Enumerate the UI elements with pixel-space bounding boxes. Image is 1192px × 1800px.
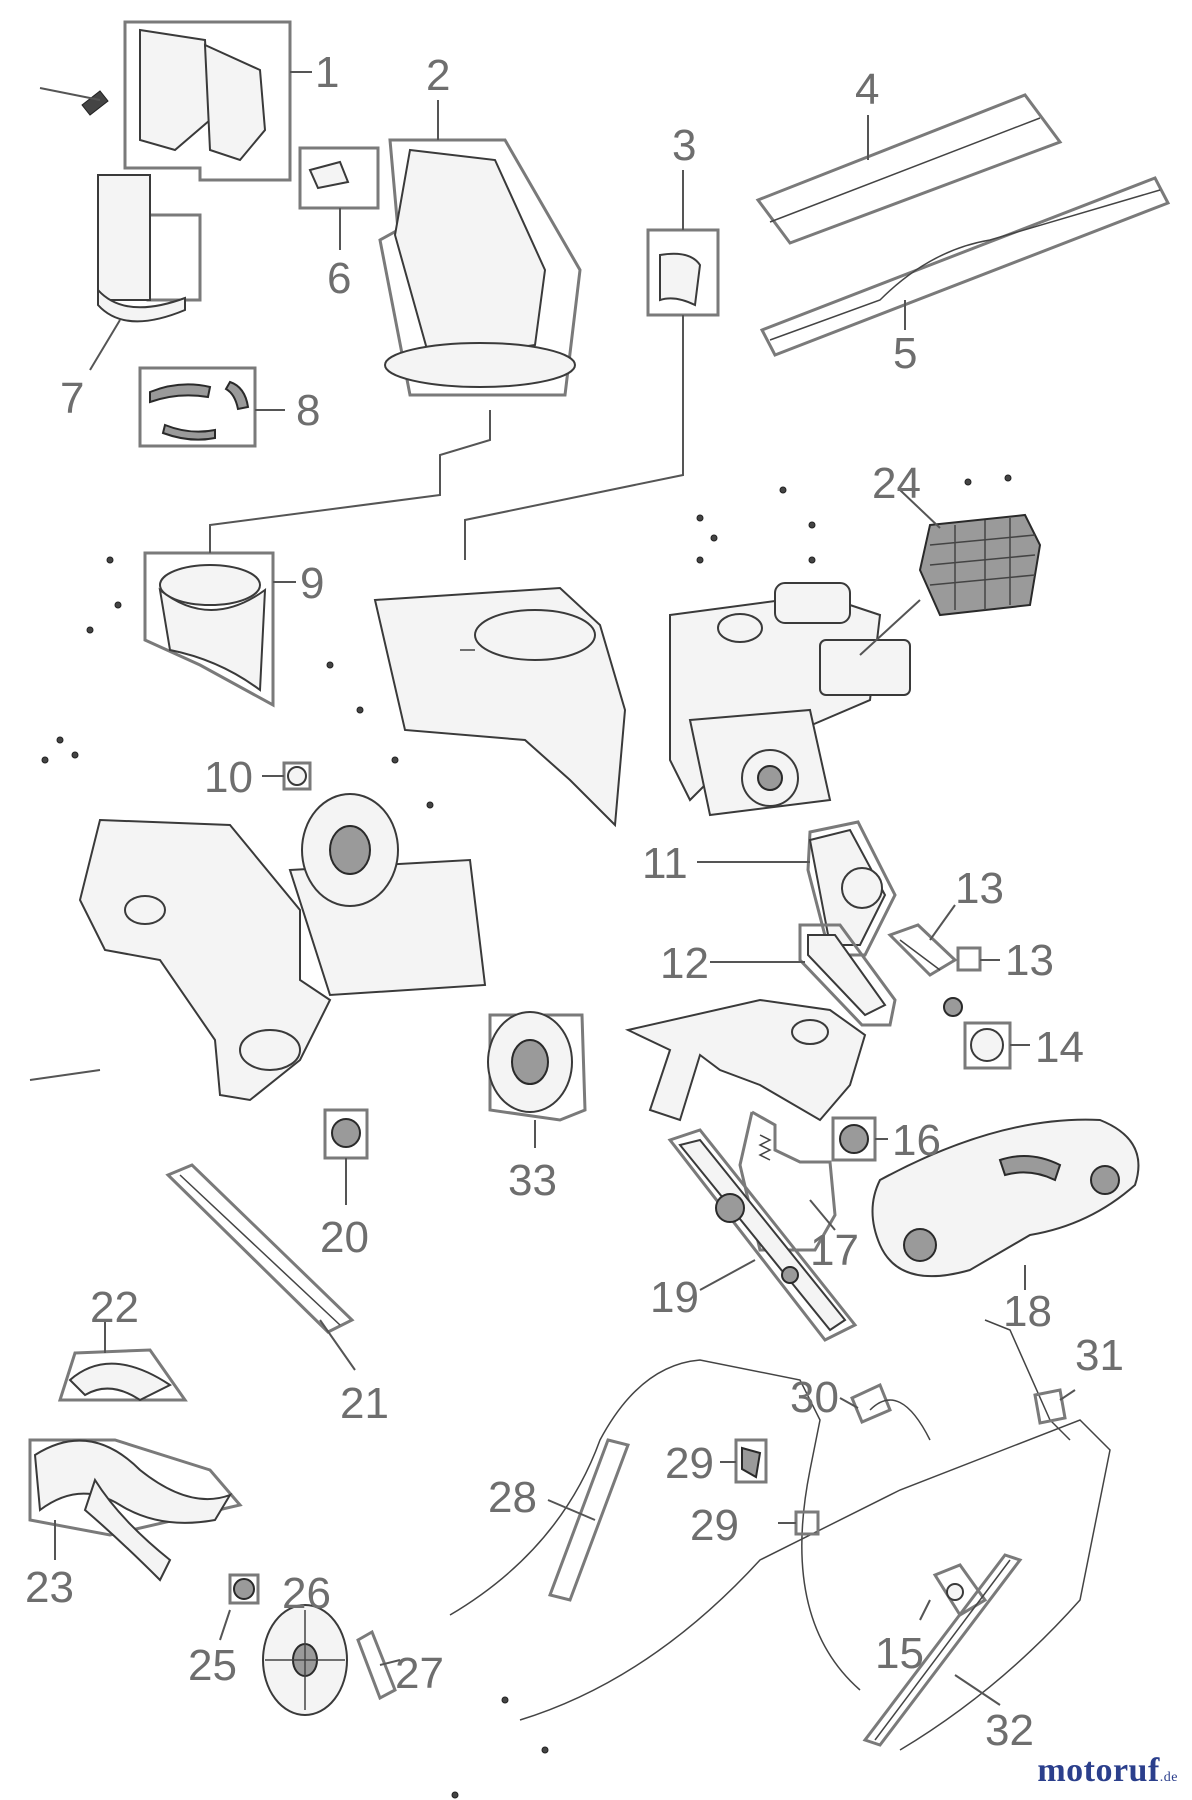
part-7-support xyxy=(89,174,202,371)
part-label-13a: 13 xyxy=(955,864,1004,913)
part-label-7: 7 xyxy=(60,374,84,423)
part-label-3: 3 xyxy=(672,121,696,170)
part-label-21: 21 xyxy=(340,1379,389,1428)
part-label-20: 20 xyxy=(320,1213,369,1262)
part-label-2: 2 xyxy=(426,51,450,100)
part-label-10: 10 xyxy=(204,753,253,802)
part-21-scraper xyxy=(165,1163,356,1371)
part-11-pulley-housing xyxy=(697,820,897,957)
part-label-16: 16 xyxy=(892,1116,941,1165)
part-10-wheel-top xyxy=(262,761,399,907)
part-28-grip xyxy=(547,1438,630,1602)
part-19-plate xyxy=(667,1128,858,1342)
part-label-31: 31 xyxy=(1075,1331,1124,1380)
part-label-22: 22 xyxy=(90,1283,139,1332)
part-13-shaft xyxy=(887,904,1000,977)
part-5-shaft xyxy=(759,176,1171,357)
part-label-25: 25 xyxy=(188,1641,237,1690)
part-label-1: 1 xyxy=(315,48,339,97)
handle-assembly xyxy=(449,1319,1111,1751)
part-15-clip xyxy=(919,1563,988,1621)
auger-housing-top xyxy=(373,586,627,828)
part-18-belt-cover xyxy=(871,1118,1140,1290)
part-27-belt xyxy=(356,1629,401,1701)
part-label-15: 15 xyxy=(875,1629,924,1678)
part-24-filter-cage xyxy=(899,489,1042,617)
part-label-5: 5 xyxy=(893,329,917,378)
motoruf-logo: motoruf.de xyxy=(1037,1752,1178,1790)
part-33-wheel xyxy=(487,1011,587,1148)
part-6-bracket xyxy=(298,146,380,250)
part-30-grip xyxy=(839,1382,931,1441)
part-20-bearing xyxy=(323,1108,369,1205)
part-label-26: 26 xyxy=(282,1569,331,1618)
part-label-23: 23 xyxy=(25,1563,74,1612)
part-9-chute-base xyxy=(143,410,491,708)
engine xyxy=(669,582,921,817)
logo-suffix: .de xyxy=(1159,1770,1178,1785)
part-4-crank-rod xyxy=(755,93,1063,245)
part-14-bearing xyxy=(943,997,1030,1070)
part-2-chute xyxy=(378,100,582,397)
part-25-bearing xyxy=(219,1573,260,1641)
part-label-19: 19 xyxy=(650,1273,699,1322)
part-8-clamps xyxy=(138,366,285,448)
part-26-pulley-wheel xyxy=(262,1604,348,1716)
part-label-29b: 29 xyxy=(690,1501,739,1550)
part-32-handle-bar xyxy=(862,1553,1023,1747)
part-label-27: 27 xyxy=(395,1649,444,1698)
part-label-24: 24 xyxy=(872,459,921,508)
part-23-auger-half xyxy=(28,1438,243,1582)
part-1-deflector xyxy=(39,20,312,182)
part-3-bracket xyxy=(464,170,720,560)
part-22-auger-half xyxy=(57,1320,188,1402)
part-label-4: 4 xyxy=(855,65,879,114)
belt-guard-plate xyxy=(624,998,867,1122)
fasteners xyxy=(41,474,1012,1799)
part-12-tension-arm xyxy=(710,923,897,1027)
part-label-18: 18 xyxy=(1003,1287,1052,1336)
part-label-32: 32 xyxy=(985,1706,1034,1755)
part-label-17: 17 xyxy=(810,1226,859,1275)
part-labels: 1 2 3 4 5 6 7 8 9 10 11 12 13 13 14 15 1… xyxy=(25,48,1124,1755)
part-label-33: 33 xyxy=(508,1156,557,1205)
part-label-6: 6 xyxy=(327,254,351,303)
part-label-28: 28 xyxy=(488,1473,537,1522)
part-label-9: 9 xyxy=(300,559,324,608)
part-label-29a: 29 xyxy=(665,1439,714,1488)
part-label-14: 14 xyxy=(1035,1023,1084,1072)
logo-text: motoruf xyxy=(1037,1752,1160,1789)
part-label-8: 8 xyxy=(296,386,320,435)
part-label-13b: 13 xyxy=(1005,936,1054,985)
part-29-latch xyxy=(720,1438,820,1536)
part-31-grip xyxy=(1033,1388,1076,1425)
auger-housing xyxy=(29,818,487,1102)
part-16-pulley xyxy=(831,1116,888,1162)
part-label-12: 12 xyxy=(660,939,709,988)
part-label-11: 11 xyxy=(642,839,688,888)
part-label-30: 30 xyxy=(790,1373,839,1422)
